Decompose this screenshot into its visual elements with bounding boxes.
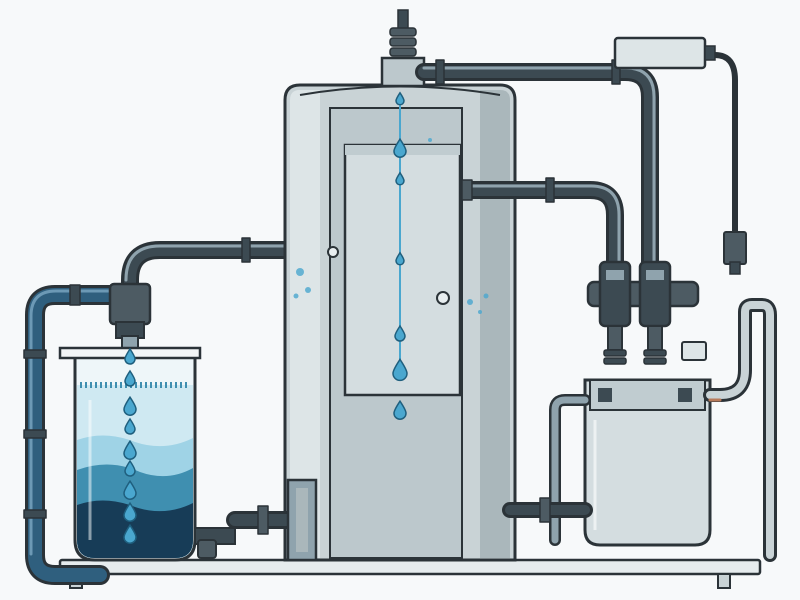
droplet <box>124 347 136 365</box>
droplet <box>123 523 137 544</box>
left-return-pipe <box>23 284 130 585</box>
feed-pipe-middle <box>459 177 624 274</box>
droplet <box>394 324 406 342</box>
inner-panel <box>327 143 462 397</box>
droplet <box>395 171 405 186</box>
beaker-drain <box>194 527 236 559</box>
droplet <box>124 417 136 435</box>
bottom-valve <box>286 478 318 562</box>
beaker-nozzle <box>108 282 152 349</box>
base-rail <box>58 558 762 589</box>
splash-specks <box>293 138 489 314</box>
tank-top-fitting <box>380 9 426 88</box>
droplet <box>393 399 407 420</box>
droplet <box>395 91 405 106</box>
feed-pipe-left <box>121 237 339 309</box>
filter-side-pipes <box>502 298 777 562</box>
pump-valves <box>586 260 707 365</box>
droplet <box>392 358 408 382</box>
droplet <box>124 459 136 477</box>
droplet <box>123 395 137 416</box>
control-box <box>613 36 747 275</box>
droplets <box>123 91 408 544</box>
droplet <box>395 251 405 266</box>
droplet <box>393 137 407 158</box>
filter-unit <box>583 378 712 547</box>
droplet <box>124 369 136 387</box>
droplet <box>123 439 137 460</box>
droplet <box>123 501 137 522</box>
droplet <box>123 479 137 500</box>
